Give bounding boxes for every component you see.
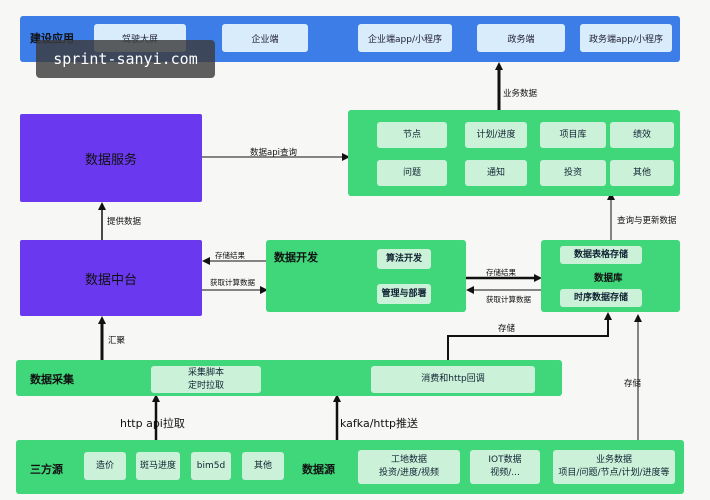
data-center-title: 数据中台 <box>84 272 137 288</box>
module-notice: 通知 <box>465 160 527 186</box>
source-business-line1: 业务数据 <box>595 455 632 465</box>
source-other: 其他 <box>242 452 284 480</box>
database-title: 数据库 <box>594 273 623 284</box>
algo-dev: 算法开发 <box>377 249 431 269</box>
module-performance: 绩效 <box>610 122 674 148</box>
module-other: 其他 <box>610 160 674 186</box>
label-store-2: 存储 <box>624 379 642 389</box>
label-api-query: 数据api查询 <box>250 148 297 158</box>
watermark: sprint-sanyi.com <box>36 40 215 78</box>
ts-storage: 时序数据存储 <box>560 289 642 307</box>
app-government: 政务端 <box>477 24 565 52</box>
label-provide-data: 提供数据 <box>107 217 142 227</box>
module-node: 节点 <box>377 122 447 148</box>
source-bim5d: bim5d <box>191 452 231 480</box>
source-cost: 造价 <box>84 452 126 480</box>
source-business-line2: 项目/问题/节点/计划/进度等 <box>558 468 670 478</box>
manage-deploy: 管理与部署 <box>377 284 431 304</box>
label-store-1: 存储 <box>498 324 516 334</box>
data-center-box: 数据中台 <box>20 240 202 316</box>
label-fetch-calc: 获取计算数据 <box>210 278 255 287</box>
data-source-title: 数据源 <box>302 463 335 476</box>
collect-script: 采集脚本 定时拉取 <box>151 366 261 393</box>
source-zebra: 斑马进度 <box>136 452 180 480</box>
source-site-line2: 投资/进度/视频 <box>378 468 440 478</box>
label-store-result-2: 存储结果 <box>486 268 516 277</box>
label-business-data: 业务数据 <box>503 89 538 99</box>
collect-script-line2: 定时拉取 <box>187 380 224 391</box>
module-investment: 投资 <box>540 160 606 186</box>
label-fetch-calc-2: 获取计算数据 <box>486 295 531 304</box>
module-issue: 问题 <box>377 160 447 186</box>
data-service-box: 数据服务 <box>20 114 202 202</box>
source-site-line1: 工地数据 <box>390 455 427 465</box>
data-service-title: 数据服务 <box>84 152 137 168</box>
source-site: 工地数据 投资/进度/视频 <box>358 450 460 484</box>
app-enterprise: 企业端 <box>222 24 308 52</box>
source-iot: IOT数据 视频/... <box>470 450 540 484</box>
app-government-mobile: 政务端app/小程序 <box>580 24 672 52</box>
label-query-update: 查询与更新数据 <box>617 216 677 226</box>
label-kafka-push: kafka/http推送 <box>340 417 418 430</box>
source-iot-line2: 视频/... <box>490 468 520 478</box>
third-party-title: 三方源 <box>30 463 63 476</box>
collect-script-line1: 采集脚本 <box>187 367 224 378</box>
data-dev-panel <box>266 240 466 312</box>
source-iot-line1: IOT数据 <box>488 455 522 465</box>
data-dev-title: 数据开发 <box>274 251 318 264</box>
label-aggregate: 汇聚 <box>108 336 126 346</box>
module-project-lib: 项目库 <box>540 122 606 148</box>
module-plan: 计划/进度 <box>465 122 527 148</box>
label-store-result: 存储结果 <box>215 251 245 260</box>
app-enterprise-mobile: 企业端app/小程序 <box>358 24 452 52</box>
table-storage: 数据表格存储 <box>560 246 642 264</box>
data-collect-title: 数据采集 <box>30 373 74 386</box>
arrow-store-1 <box>447 312 612 360</box>
consume-callback: 消费和http回调 <box>371 366 535 393</box>
label-http-pull: http api拉取 <box>120 417 185 430</box>
source-business: 业务数据 项目/问题/节点/计划/进度等 <box>553 450 675 484</box>
